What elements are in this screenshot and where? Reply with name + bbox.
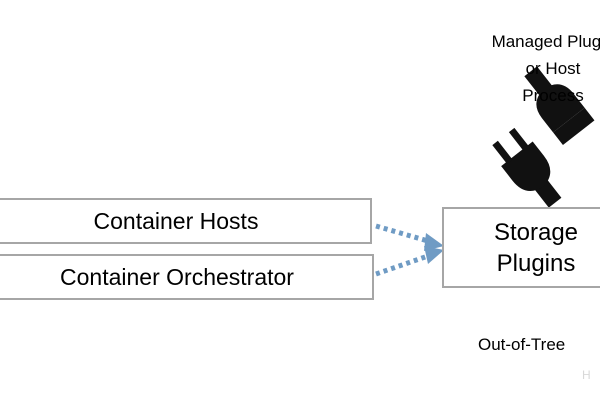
managed-plugin-line-3: Process: [522, 86, 584, 105]
managed-plugin-line-1: Managed Plugin: [491, 32, 600, 51]
dotted-arrow-lower: [375, 246, 444, 277]
container-orchestrator-box: Container Orchestrator: [0, 254, 374, 300]
storage-plugins-box: Storage Plugins: [442, 207, 600, 288]
managed-plugin-label: Managed Plugin or Host Process: [458, 28, 600, 109]
container-hosts-box: Container Hosts: [0, 198, 372, 244]
out-of-tree-label: Out-of-Tree: [478, 335, 566, 354]
container-orchestrator-label: Container Orchestrator: [60, 263, 294, 290]
dotted-arrow-upper: [375, 223, 444, 251]
container-hosts-label: Container Hosts: [93, 207, 259, 234]
storage-plugins-line-1: Storage: [493, 218, 579, 246]
managed-plugin-line-2: or Host: [525, 59, 581, 78]
watermark: H: [582, 368, 591, 382]
storage-plugins-line-2: Plugins: [496, 249, 576, 277]
socket-icon: [524, 66, 595, 146]
plug-icon: [492, 127, 562, 208]
